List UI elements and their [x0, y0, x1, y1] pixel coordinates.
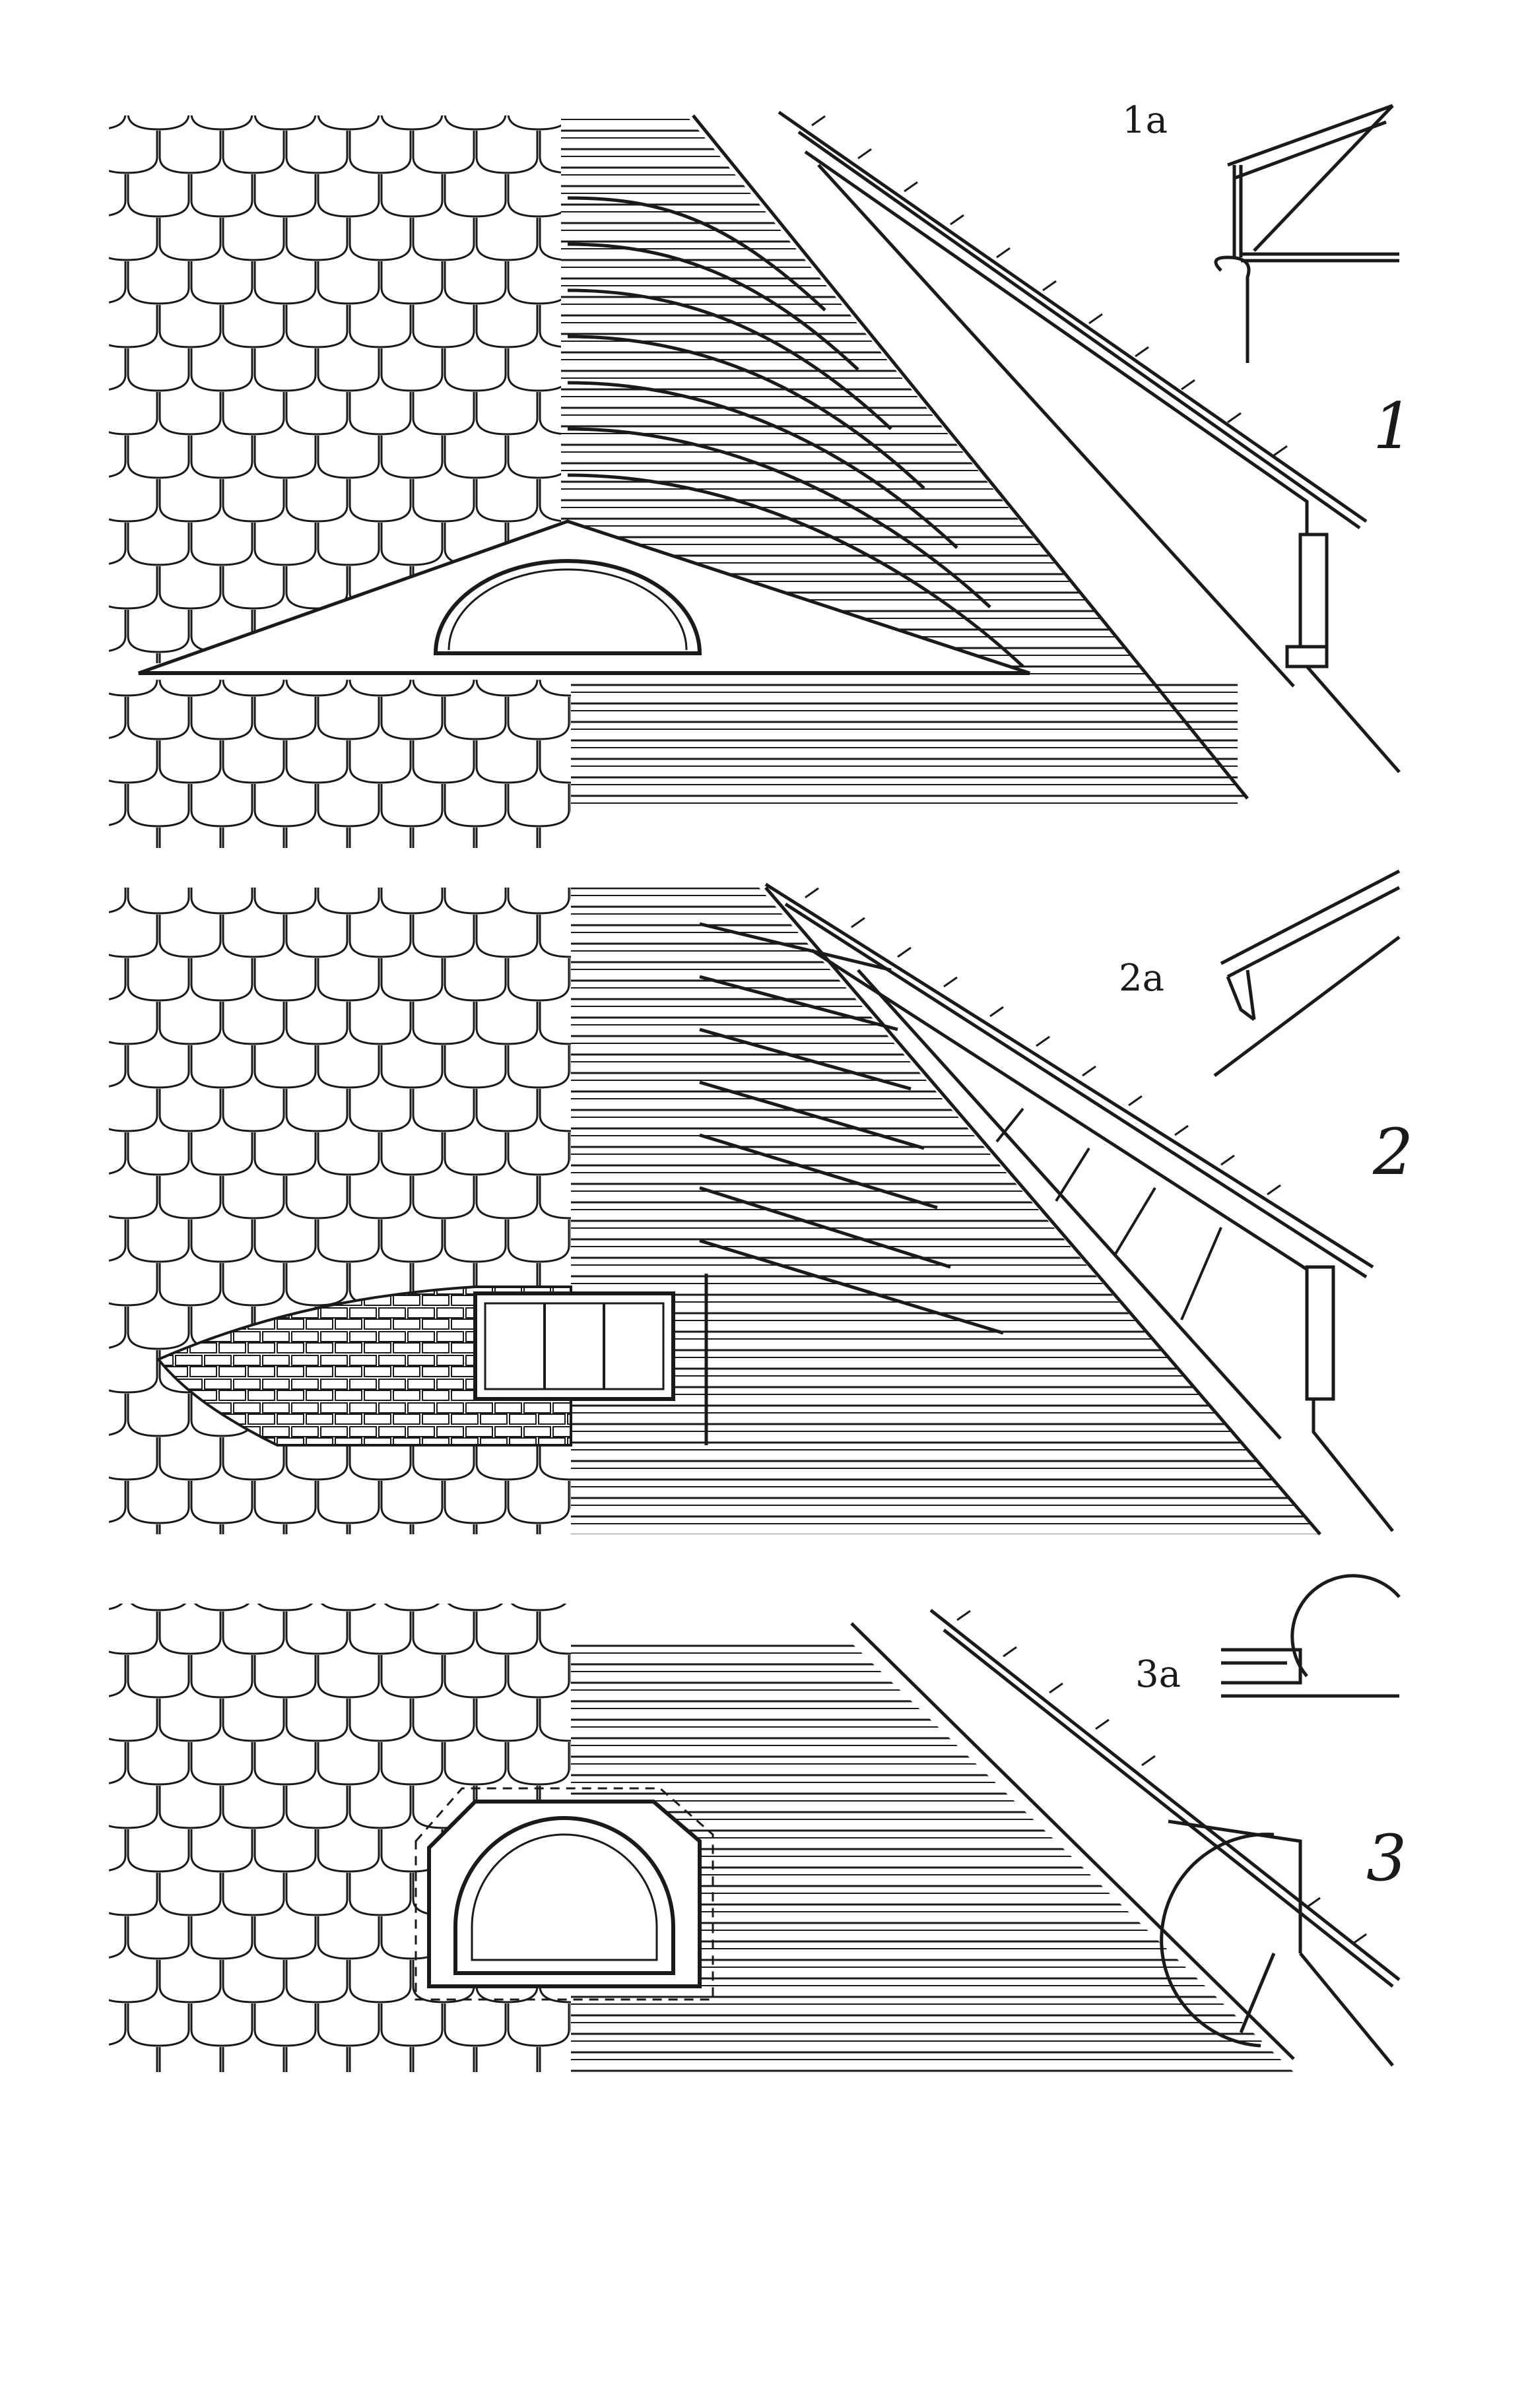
figure-2-elevation: [109, 886, 1321, 1536]
detail-2a: [1213, 869, 1401, 1077]
figure-1-section: [778, 110, 1401, 773]
figure-3-elevation: [109, 1604, 1295, 2072]
dormer-window: [473, 1291, 675, 1401]
label-fig1a: 1a: [1122, 99, 1168, 142]
board-area-3: [571, 1637, 1294, 2072]
figure-1-elevation: [109, 114, 1249, 848]
board-area-2: [571, 888, 1320, 1534]
label-fig3: 3: [1366, 1821, 1407, 1895]
detail-1a: [1214, 104, 1399, 363]
tiled-roof-lower: [109, 680, 571, 848]
arched-window: [453, 1816, 675, 1975]
dormer-roof-boards: [699, 922, 1004, 1335]
figure-2-section: [764, 882, 1394, 1532]
label-fig2: 2: [1373, 1115, 1414, 1189]
figure-3-section: [929, 1609, 1401, 2067]
plain-tile-zone: [156, 1285, 572, 1447]
eyebrow-sweep-lines: [567, 196, 1024, 668]
label-fig3a: 3a: [1135, 1653, 1181, 1696]
label-fig2a: 2a: [1119, 957, 1165, 1000]
board-strip: [571, 680, 1238, 805]
label-fig1: 1: [1373, 389, 1414, 463]
detail-3a: [1221, 1574, 1401, 1698]
